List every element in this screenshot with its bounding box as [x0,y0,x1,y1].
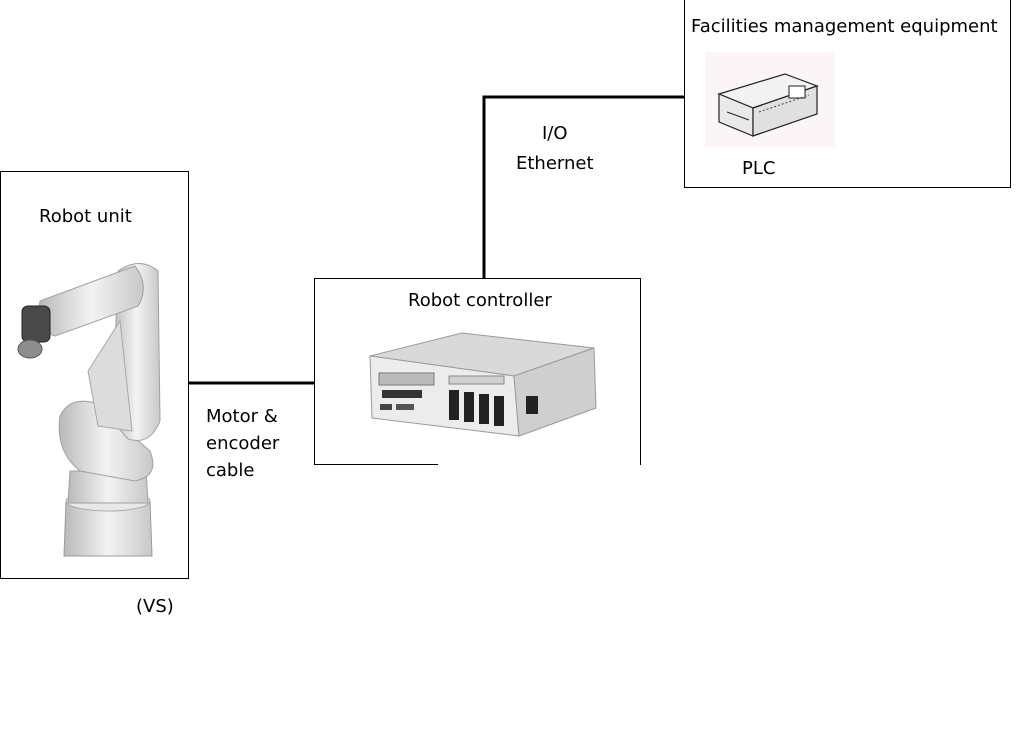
robot-unit-box: Robot unit [0,171,189,579]
robot-unit-title: Robot unit [39,206,132,227]
controller-image [369,332,597,437]
io-ethernet-line [482,95,684,278]
controller-bottom-border [314,464,438,465]
io-ethernet-label-line1: I/O [542,123,568,144]
motor-cable-label-line2: encoder [206,433,280,454]
plc-image [705,52,835,147]
robot-controller-title: Robot controller [408,290,552,311]
facilities-title: Facilities management equipment [691,16,998,37]
io-ethernet-label-line2: Ethernet [516,153,594,174]
facilities-box: Facilities management equipment PLC [684,0,1011,188]
motor-cable-label: Motor & encoder cable [206,403,279,484]
motor-cable-label-line3: cable [206,460,255,481]
io-ethernet-label: I/O Ethernet [516,119,594,179]
robot-arm-image [17,263,161,557]
robot-model-label: (VS) [136,596,174,617]
robot-controller-box: Robot controller [314,278,641,465]
plc-label: PLC [742,158,776,179]
motor-cable-label-line1: Motor & [206,406,278,427]
